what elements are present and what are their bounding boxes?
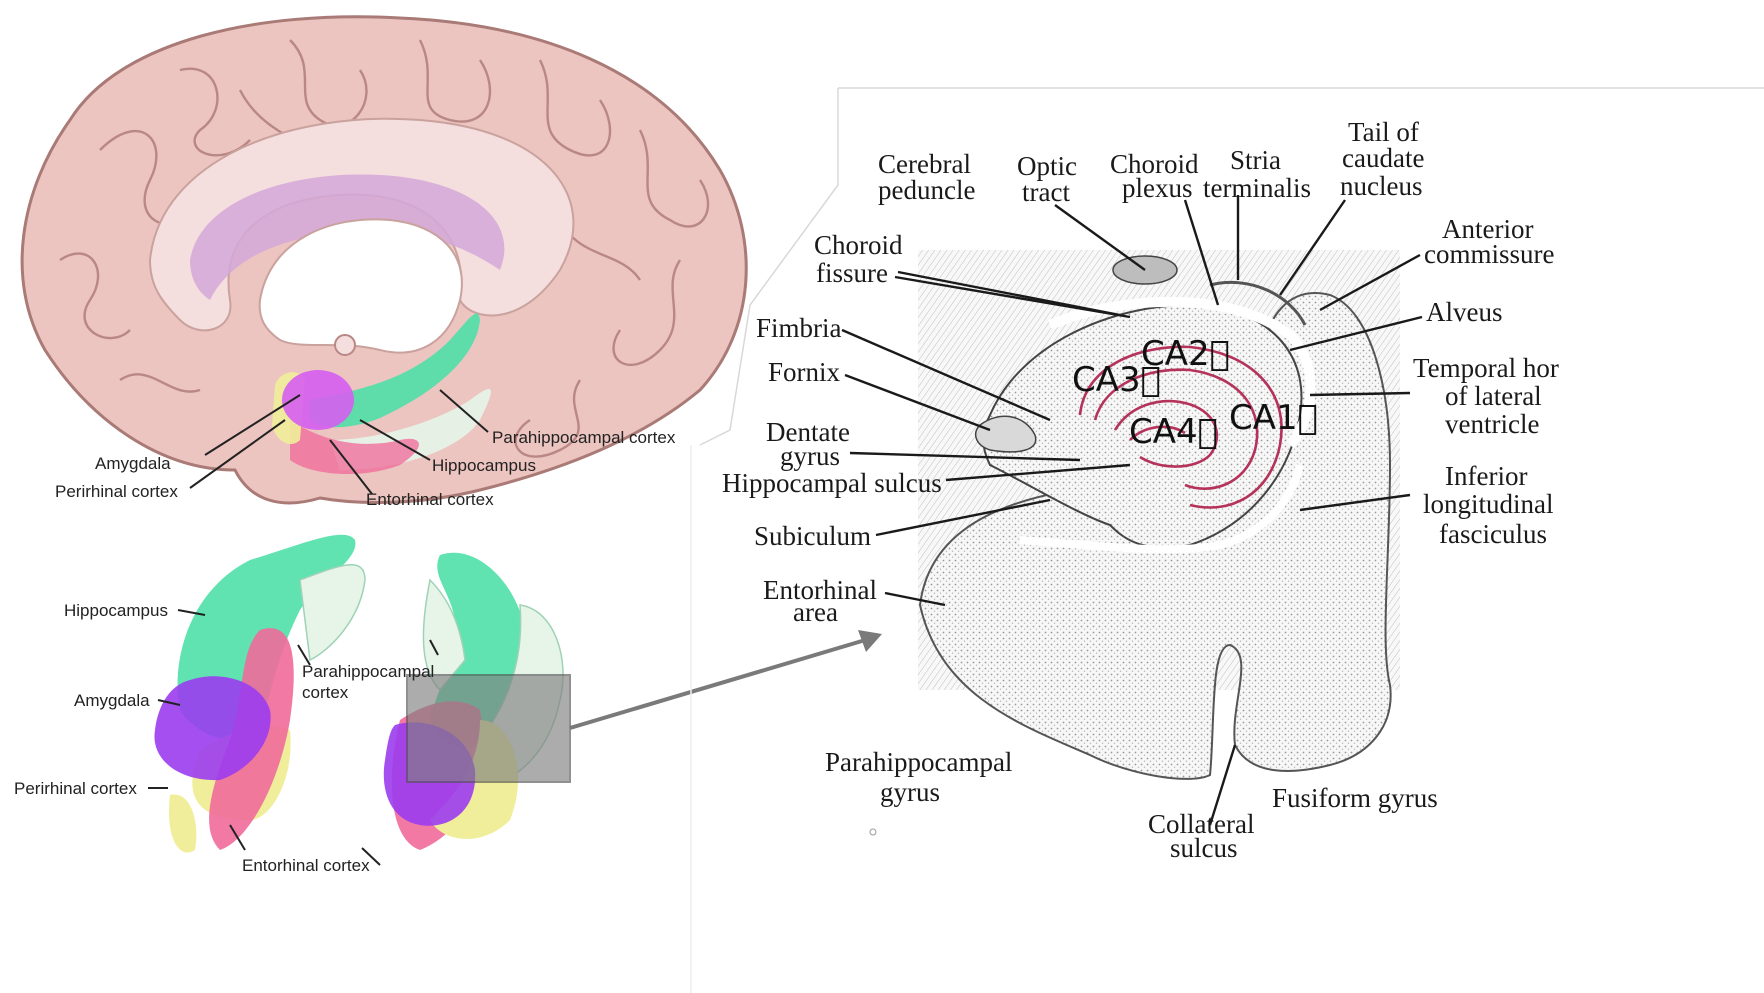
label-entorhinal-lower: Entorhinal cortex [242, 856, 370, 875]
small-circle-icon [870, 829, 876, 835]
label-parahippocampal-gyrus-1: Parahippocampal [825, 747, 1012, 777]
medial-brain-diagram: Amygdala Perirhinal cortex Entorhinal co… [0, 0, 760, 520]
label-choroid-fissure-2: fissure [816, 258, 888, 288]
label-stria-terminalis-1: Stria [1230, 145, 1281, 175]
label-hippocampal-sulcus: Hippocampal sulcus [722, 468, 942, 498]
label-choroid-fissure-1: Choroid [814, 230, 903, 260]
label-dentate-gyrus-2: gyrus [780, 441, 840, 471]
label-cerebral-peduncle-2: peduncle [878, 175, 975, 205]
label-amygdala: Amygdala [95, 454, 171, 473]
label-perirhinal-cortex: Perirhinal cortex [55, 482, 178, 501]
label-alveus: Alveus [1426, 297, 1503, 327]
label-anterior-commissure-2: commissure [1424, 239, 1554, 269]
label-temporal-horn-2: of lateral [1445, 381, 1542, 411]
label-parahippocampal-lower-2: cortex [302, 683, 349, 702]
label-collateral-sulcus-2: sulcus [1170, 833, 1238, 863]
label-entorhinal-cortex: Entorhinal cortex [366, 490, 494, 509]
label-choroid-plexus-2: plexus [1122, 173, 1193, 203]
label-hippocampus: Hippocampus [432, 456, 536, 475]
mammillary-body [335, 335, 355, 355]
label-fimbria: Fimbria [756, 313, 842, 343]
label-perirhinal-lower: Perirhinal cortex [14, 779, 137, 798]
highlight-box [407, 675, 570, 782]
label-fusiform-gyrus: Fusiform gyrus [1272, 783, 1438, 813]
hippocampus-section-diagram: Cerebral peduncle Optic tract Choroid pl… [690, 85, 1764, 993]
label-hippocampus-lower: Hippocampus [64, 601, 168, 620]
label-fornix: Fornix [768, 357, 841, 387]
label-inferior-longitudinal-3: fasciculus [1439, 519, 1547, 549]
label-stria-terminalis-2: terminalis [1203, 173, 1311, 203]
label-tail-caudate-2: caudate [1342, 143, 1424, 173]
label-inferior-longitudinal-1: Inferior [1445, 461, 1527, 491]
label-subiculum: Subiculum [754, 521, 871, 551]
label-inferior-longitudinal-2: longitudinal [1423, 489, 1554, 519]
label-ca1: CA1⃞ [1229, 398, 1318, 438]
label-temporal-horn-1: Temporal hor [1413, 353, 1559, 383]
label-ca4: CA4⃞ [1129, 412, 1218, 452]
label-amygdala-lower: Amygdala [74, 691, 150, 710]
label-parahippocampal-lower-1: Parahippocampal [302, 662, 434, 681]
label-parahippocampal-gyrus-2: gyrus [880, 777, 940, 807]
label-optic-tract-2: tract [1022, 177, 1070, 207]
label-parahippocampal-cortex: Parahippocampal cortex [492, 428, 676, 447]
label-entorhinal-area-2: area [793, 597, 838, 627]
label-temporal-horn-3: ventricle [1445, 409, 1539, 439]
label-tail-caudate-3: nucleus [1340, 171, 1422, 201]
label-ca3: CA3⃞ [1072, 360, 1161, 400]
